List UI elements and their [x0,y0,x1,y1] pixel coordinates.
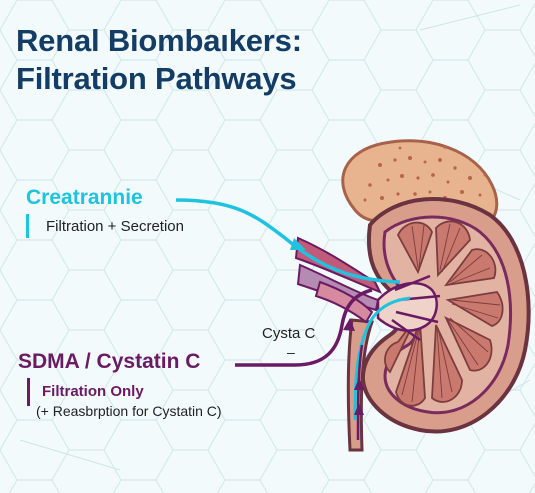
sdma-arrowhead-mid [354,378,364,390]
renal-pelvis [376,282,438,332]
sdma-description: Filtration Only [42,383,144,400]
sdma-arrowhead-up [343,318,355,331]
creatinine-label: Creatrannie [26,186,143,209]
sdma-arrowhead-low [354,403,364,415]
creatinine-arrowhead [290,238,306,250]
creatinine-description: Filtration + Secretion [46,218,184,235]
title-line-1: Renal Biombaıkers: [16,23,302,58]
sdma-arrow [235,288,373,367]
sdma-bar [27,378,30,406]
vessel-stub [314,280,374,324]
sdma-label: SDMA / Cystatin C [18,350,201,373]
cystatin-annotation-mark: – [287,344,295,360]
page-title: Renal Biombaıkers: Filtration Pathways [16,22,302,98]
renal-vein [296,263,380,312]
creatinine-arrow [175,198,401,284]
title-line-2: Filtration Pathways [16,61,297,96]
creatinine-bar [26,214,29,238]
sdma-note: (+ Reasbrption for Cystatin C) [36,403,222,419]
creatinine-secretion-path [353,296,411,421]
cystatin-annotation: Cysta C [262,325,316,342]
